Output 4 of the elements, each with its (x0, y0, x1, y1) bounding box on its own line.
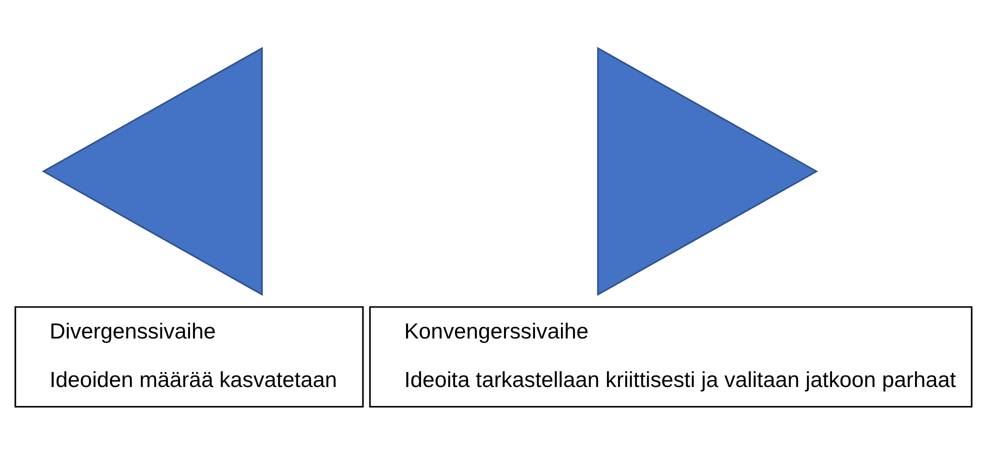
node-box: Konvengerssivaihe Ideoita tarkastellaan kriittisesti ja valitaan jatkoon parhaat (369, 306, 972, 408)
node-triangle (597, 46, 818, 296)
node-triangle (42, 46, 263, 296)
node-box: Divergenssivaihe Ideoiden määrää kasvatetaan (14, 306, 364, 408)
